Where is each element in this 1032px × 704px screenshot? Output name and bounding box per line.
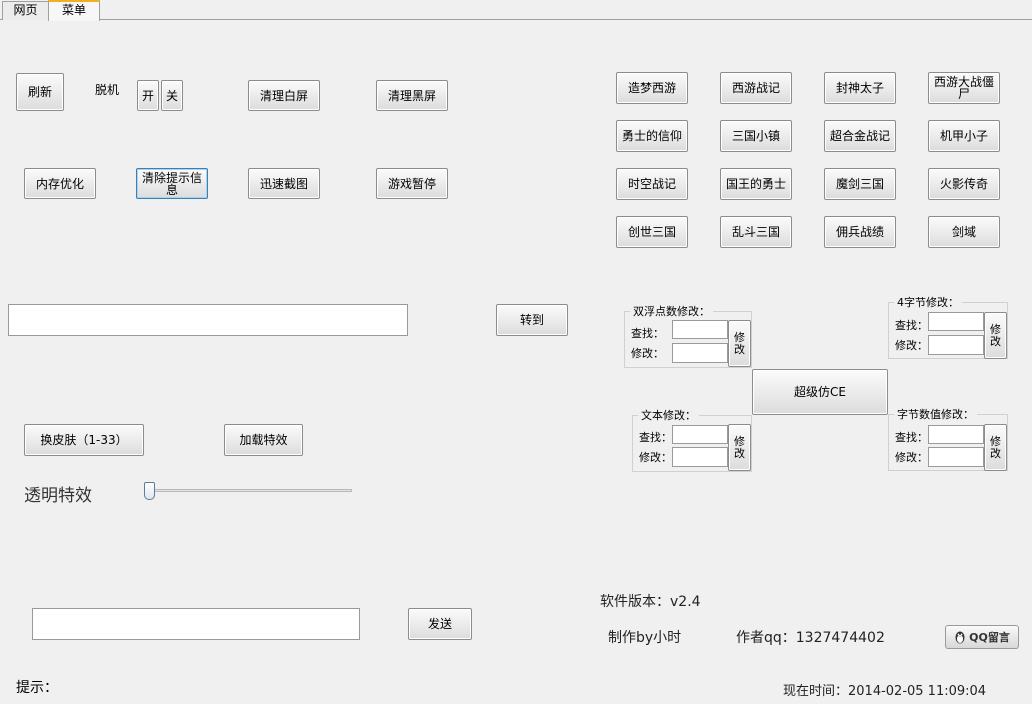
text-modify-input[interactable] — [672, 447, 728, 467]
game-pause-button[interactable]: 游戏暂停 — [376, 168, 448, 199]
double-modify-input[interactable] — [672, 343, 728, 363]
offline-on-button[interactable]: 开 — [137, 80, 159, 111]
game-button[interactable]: 勇士的信仰 — [616, 120, 688, 152]
four-byte-modify-label: 修改： — [895, 339, 928, 352]
text-modify-button[interactable]: 修改 — [728, 424, 751, 471]
tab-menu[interactable]: 菜单 — [48, 0, 100, 21]
double-find-label: 查找： — [631, 327, 664, 340]
four-byte-modify-button[interactable]: 修改 — [984, 312, 1007, 359]
qq-penguin-icon — [954, 630, 966, 644]
text-modify-label: 修改： — [639, 451, 672, 464]
game-button[interactable]: 国王的勇士 — [720, 168, 792, 200]
game-button[interactable]: 剑域 — [928, 216, 1000, 248]
tab-web[interactable]: 网页 — [2, 1, 49, 20]
double-find-input[interactable] — [672, 320, 728, 339]
transparency-label: 透明特效 — [24, 486, 92, 506]
refresh-button[interactable]: 刷新 — [16, 73, 64, 111]
text-editor-title: 文本修改： — [638, 407, 699, 423]
double-modify-label: 修改： — [631, 347, 664, 360]
message-input[interactable] — [32, 608, 360, 640]
byte-modify-label: 修改： — [895, 451, 928, 464]
current-time-label: 现在时间：2014-02-05 11:09:04 — [783, 684, 987, 699]
game-button[interactable]: 西游战记 — [720, 72, 792, 104]
game-button[interactable]: 乱斗三国 — [720, 216, 792, 248]
byte-editor-title: 字节数值修改： — [894, 406, 977, 422]
version-label: 软件版本：v2.4 — [600, 594, 701, 610]
qq-message-button[interactable]: QQ留言 — [945, 625, 1019, 649]
transparency-slider-track[interactable] — [146, 489, 352, 492]
game-button[interactable]: 佣兵战绩 — [824, 216, 896, 248]
qq-message-label: QQ留言 — [969, 631, 1010, 644]
game-button[interactable]: 封神太子 — [824, 72, 896, 104]
game-button[interactable]: 火影传奇 — [928, 168, 1000, 200]
byte-find-label: 查找： — [895, 431, 928, 444]
game-button[interactable]: 时空战记 — [616, 168, 688, 200]
transparency-slider-thumb[interactable] — [144, 482, 155, 500]
hint-label: 提示： — [16, 680, 58, 696]
game-button[interactable]: 西游大战僵尸 — [928, 72, 1000, 104]
double-modify-button[interactable]: 修改 — [728, 320, 751, 367]
change-skin-button[interactable]: 换皮肤（1-33） — [24, 424, 144, 456]
send-button[interactable]: 发送 — [408, 608, 472, 640]
offline-off-button[interactable]: 关 — [161, 80, 183, 111]
game-button[interactable]: 三国小镇 — [720, 120, 792, 152]
byte-modify-button[interactable]: 修改 — [984, 424, 1007, 471]
four-byte-find-input[interactable] — [928, 312, 984, 331]
tab-bar: 网页 菜单 — [0, 0, 1032, 21]
super-ce-button[interactable]: 超级仿CE — [752, 369, 888, 415]
memory-optimize-button[interactable]: 内存优化 — [24, 168, 96, 199]
game-button[interactable]: 创世三国 — [616, 216, 688, 248]
quick-screenshot-button[interactable]: 迅速截图 — [248, 168, 320, 199]
url-input[interactable] — [8, 304, 408, 336]
game-button[interactable]: 魔剑三国 — [824, 168, 896, 200]
load-effect-button[interactable]: 加载特效 — [224, 424, 303, 456]
four-byte-find-label: 查找： — [895, 319, 928, 332]
byte-find-input[interactable] — [928, 425, 984, 444]
double-editor-title: 双浮点数修改： — [630, 303, 713, 319]
text-find-input[interactable] — [672, 425, 728, 444]
four-byte-editor-title: 4字节修改： — [894, 294, 962, 310]
clear-white-screen-button[interactable]: 清理白屏 — [248, 80, 320, 111]
clear-black-screen-button[interactable]: 清理黑屏 — [376, 80, 448, 111]
game-button[interactable]: 超合金战记 — [824, 120, 896, 152]
game-button[interactable]: 造梦西游 — [616, 72, 688, 104]
offline-label: 脱机 — [95, 83, 120, 97]
text-find-label: 查找： — [639, 431, 672, 444]
author-qq-label: 作者qq：1327474402 — [736, 630, 885, 646]
byte-modify-input[interactable] — [928, 447, 984, 467]
clear-tips-button[interactable]: 清除提示信息 — [136, 168, 208, 199]
game-button[interactable]: 机甲小子 — [928, 120, 1000, 152]
four-byte-modify-input[interactable] — [928, 335, 984, 355]
goto-button[interactable]: 转到 — [496, 304, 568, 336]
made-by-label: 制作by小时 — [608, 630, 682, 646]
